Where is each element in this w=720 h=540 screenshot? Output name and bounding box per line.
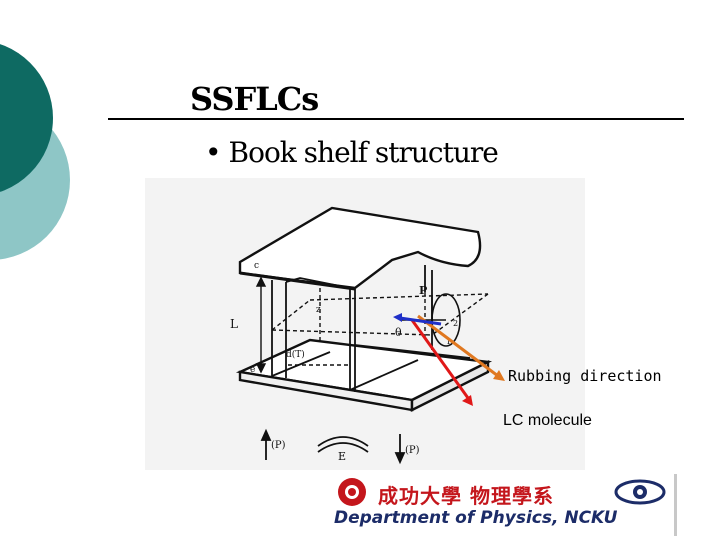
label-p-right: (P) — [405, 445, 420, 456]
lc-projection-arrow — [393, 313, 442, 326]
label-p-left: (P) — [271, 440, 286, 451]
dashed-guides — [271, 288, 489, 366]
bullet-text: Book shelf structure — [228, 136, 499, 169]
label-L: L — [230, 317, 238, 331]
logo-department-text: Department of Physics, NCKU — [334, 508, 618, 528]
logo-edge-divider — [674, 474, 677, 536]
polarization-down-arrow — [394, 434, 406, 465]
field-arc — [317, 436, 369, 453]
bullet-item: •Book shelf structure — [205, 136, 499, 169]
label-z: z — [316, 305, 321, 315]
department-logo: 成功大學 物理學系 Department of Physics, NCKU — [330, 474, 680, 536]
label-P: P — [419, 284, 427, 297]
label-c: c — [254, 261, 259, 271]
bullet-marker: • — [205, 136, 221, 169]
label-e: e — [250, 365, 255, 375]
label-E: E — [338, 450, 346, 463]
smectic-layers — [271, 265, 471, 392]
eye-emblem-icon — [614, 479, 666, 505]
logo-chinese-text: 成功大學 物理學系 — [378, 484, 554, 508]
label-1: 1 — [446, 337, 451, 346]
slide-title: SSFLCs — [190, 80, 319, 118]
label-d: d(T) — [286, 349, 305, 360]
rubbing-direction-label: Rubbing direction — [508, 367, 662, 385]
lc-molecule-arrow — [410, 319, 473, 406]
lc-molecule-label: LC molecule — [503, 412, 592, 429]
height-indicator — [255, 276, 267, 374]
polarization-up-arrow — [260, 428, 272, 460]
logo-graphics — [338, 474, 677, 536]
top-plate — [238, 206, 482, 291]
rubbing-direction-arrow — [417, 314, 505, 381]
label-2: 2 — [453, 319, 458, 328]
label-theta: θ — [395, 326, 402, 339]
decor-circle-dark — [0, 44, 53, 192]
university-emblem-icon — [338, 478, 366, 506]
title-underline — [108, 118, 684, 120]
